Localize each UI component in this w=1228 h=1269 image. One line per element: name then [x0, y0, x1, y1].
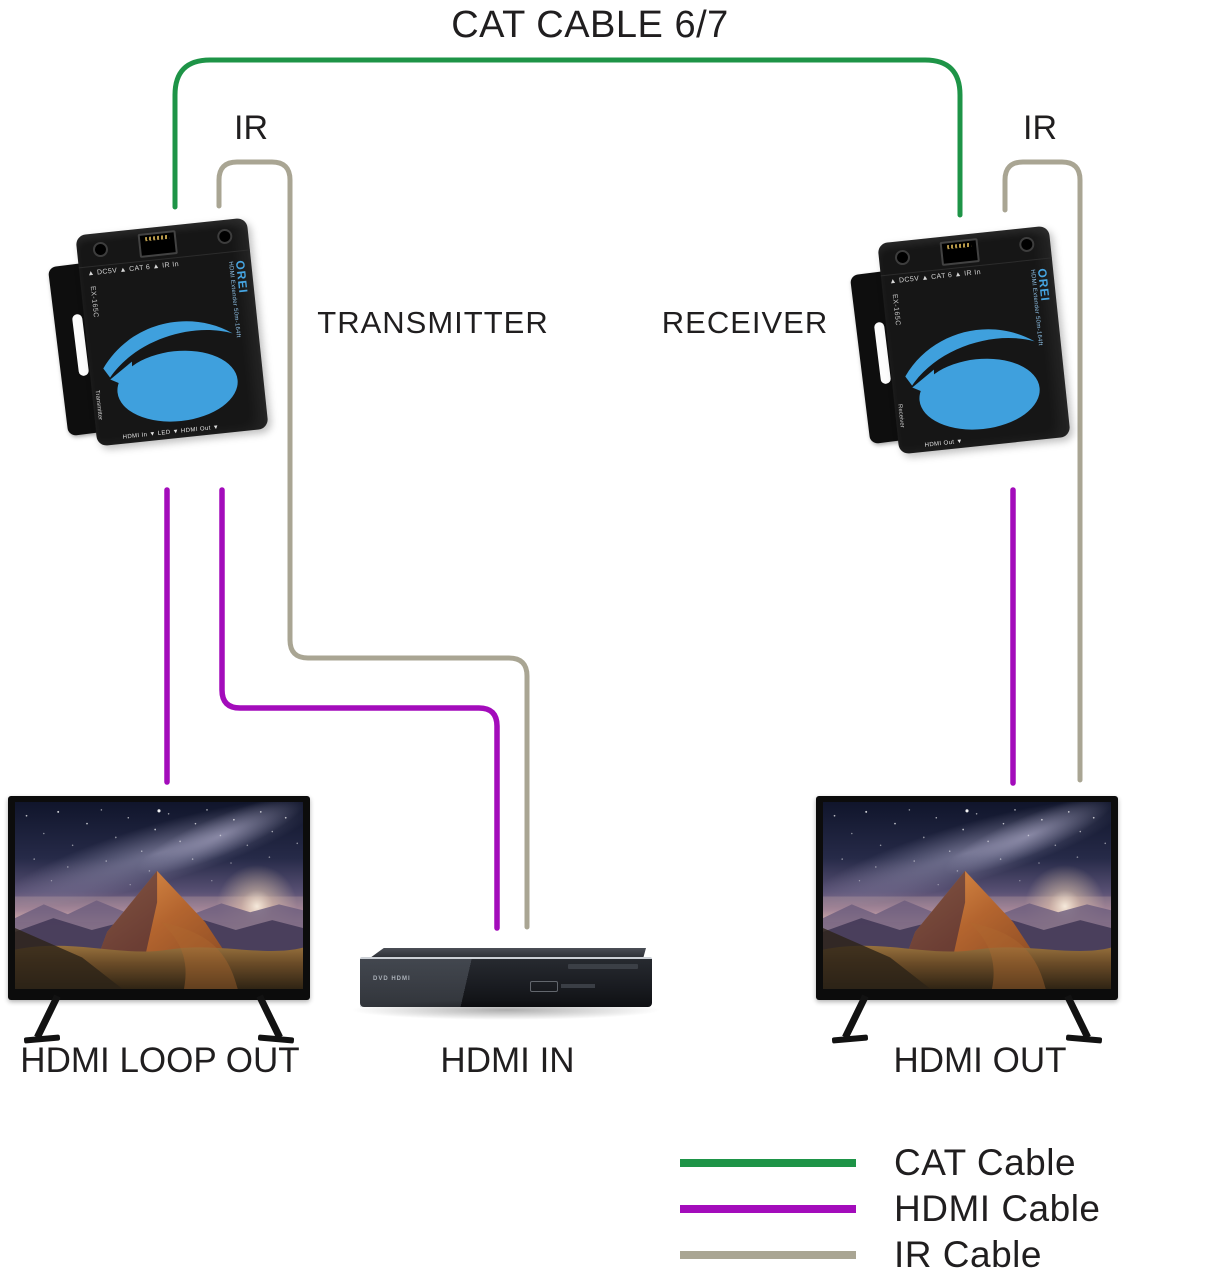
cat-cable	[172, 57, 963, 218]
legend: CAT Cable HDMI Cable IR Cable	[680, 1140, 1101, 1269]
tv-leg	[1064, 994, 1091, 1039]
legend-row-hdmi: HDMI Cable	[680, 1186, 1101, 1232]
ir-jack	[1018, 236, 1036, 253]
device-body: ▲ DC5V ▲ CAT 6 ▲ IR In OREI HDMI Extende…	[75, 217, 269, 447]
dc-jack	[894, 249, 911, 266]
tv-foot	[831, 1034, 869, 1044]
tv-frame	[8, 796, 310, 1000]
dvd-top-face	[370, 948, 646, 958]
dc-jack	[92, 241, 109, 258]
transmitter-device: ▲ DC5V ▲ CAT 6 ▲ IR In OREI HDMI Extende…	[47, 217, 276, 462]
swoosh-graphic	[905, 329, 1040, 430]
legend-line-hdmi	[680, 1205, 856, 1213]
dvd-buttons	[568, 964, 638, 969]
rj45-port	[939, 238, 980, 266]
model-number: EX-165C	[88, 285, 100, 319]
swoosh-graphic	[103, 321, 238, 422]
hdmi-out-label: HDMI OUT	[893, 1041, 1067, 1080]
tv-frame	[816, 796, 1118, 1000]
device-body: ▲ DC5V ▲ CAT 6 ▲ IR In OREI HDMI Extende…	[877, 225, 1071, 455]
legend-label-cat: CAT Cable	[894, 1142, 1077, 1183]
legend-row-ir: IR Cable	[680, 1232, 1101, 1269]
tv-leg	[256, 994, 283, 1039]
tv-screen	[15, 802, 303, 989]
bottom-port-labels: HDMI Out ▼	[924, 438, 964, 449]
legend-label-ir: IR Cable	[894, 1234, 1042, 1269]
dvd-shadow	[350, 1000, 662, 1020]
legend-row-cat: CAT Cable	[680, 1140, 1101, 1186]
receiver-label: RECEIVER	[661, 305, 829, 340]
ir-jack	[216, 228, 234, 245]
usb-port	[530, 981, 595, 992]
dvd-body: DVD HDMI	[360, 957, 652, 1007]
legend-label-hdmi: HDMI Cable	[894, 1188, 1101, 1229]
tv-right	[816, 796, 1118, 1044]
legend-line-cat	[680, 1159, 856, 1167]
dvd-front-logos: DVD HDMI	[373, 976, 411, 982]
tv-leg	[34, 994, 61, 1039]
dvd-player: DVD HDMI	[350, 948, 662, 1024]
transmitter-label: TRANSMITTER	[317, 305, 549, 340]
legend-line-ir	[680, 1251, 856, 1259]
hdmi-loop-out-label: HDMI LOOP OUT	[20, 1041, 300, 1080]
hdmi-in-label: HDMI IN	[440, 1041, 575, 1080]
rj45-port	[137, 230, 178, 258]
tv-leg	[842, 994, 869, 1039]
model-number: EX-165C	[890, 293, 902, 327]
ir-label-left: IR	[234, 109, 268, 147]
receiver-device: ▲ DC5V ▲ CAT 6 ▲ IR In OREI HDMI Extende…	[849, 225, 1078, 470]
ir-label-right: IR	[1023, 109, 1057, 147]
tv-screen	[823, 802, 1111, 989]
diagram-title: CAT CABLE 6/7	[451, 4, 729, 46]
tv-left	[8, 796, 310, 1044]
